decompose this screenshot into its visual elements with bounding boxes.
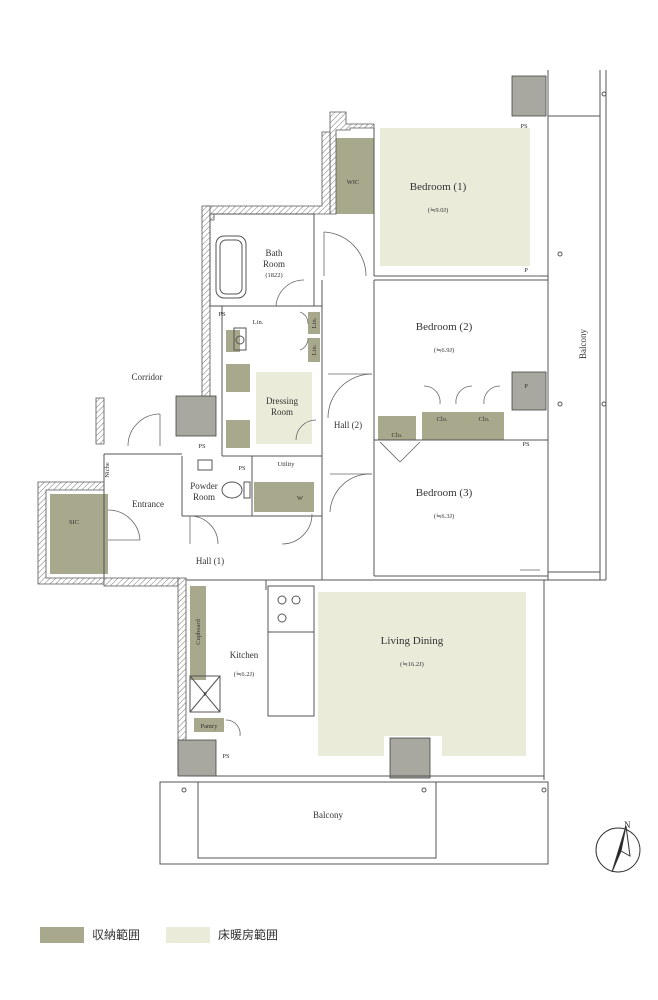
- storage-clo-right: [422, 412, 504, 440]
- bathtub: [215, 235, 247, 299]
- label-ps-5: PS: [522, 441, 530, 448]
- floor-heating-areas: [256, 128, 530, 756]
- label-bedroom1-size: (≒9.0J): [428, 207, 448, 214]
- column-top-right: [511, 75, 547, 117]
- storage-dressing-l2: [226, 420, 250, 448]
- column-living-bottom: [389, 737, 431, 779]
- label-p-1: P: [524, 267, 528, 274]
- label-hall1: Hall (1): [196, 556, 224, 566]
- label-lin-3: Lin.: [311, 344, 318, 355]
- label-bedroom2: Bedroom (2): [416, 321, 473, 333]
- storage-dressing-l: [226, 364, 250, 392]
- label-ps-3: PS: [198, 443, 206, 450]
- toilet: [221, 481, 243, 499]
- label-sic: SIC: [69, 519, 79, 526]
- columns: [175, 75, 547, 779]
- label-clo-1: Clo.: [391, 432, 402, 439]
- storage-lin-b: [308, 338, 320, 362]
- heating-dressing: [256, 372, 312, 444]
- legend-floor-heating-label: 床暖房範囲: [218, 928, 279, 942]
- label-wic: WIC: [347, 179, 360, 186]
- label-cupboard: Cupboard: [195, 618, 202, 644]
- heating-bedroom1: [380, 128, 530, 266]
- storage-lin-a: [308, 312, 320, 334]
- label-niche: Niche: [104, 462, 111, 478]
- label-clo-2: Clo.: [436, 416, 447, 423]
- wall-left-bath: [201, 205, 211, 399]
- label-ps-6: PS: [222, 753, 230, 760]
- label-balcony-side: Balcony: [578, 329, 588, 359]
- legend-floor-heating-swatch: [166, 926, 211, 943]
- label-powder-2: Room: [193, 492, 215, 502]
- label-hall2: Hall (2): [334, 420, 362, 430]
- legend: 収納範囲 床暖房範囲: [40, 926, 304, 943]
- legend-storage-label: 収納範囲: [92, 928, 141, 942]
- room-labels: Bedroom (1) (≒9.0J) Bedroom (2) (≒6.9J) …: [132, 181, 589, 820]
- wall-hall-bottom: [103, 577, 179, 587]
- storage-cupboard: [190, 586, 206, 680]
- storage-clo-left: [378, 416, 416, 440]
- label-entrance: Entrance: [132, 499, 164, 509]
- small-labels: WIC SIC Niche Cupboard Pantry Clo. Clo. …: [69, 123, 530, 760]
- label-dressing-1: Dressing: [266, 396, 298, 406]
- label-bath-3: (1822): [265, 272, 282, 279]
- kitchen-island: [267, 631, 315, 717]
- label-living-size: (≒16.2J): [400, 661, 424, 668]
- label-ps-2: PS: [218, 311, 226, 318]
- wall-top: [329, 111, 375, 215]
- legend-floor-heating: 床暖房範囲: [166, 926, 278, 943]
- label-powder-1: Powder: [190, 481, 218, 491]
- label-kitchen-size: (≒6.2J): [234, 671, 254, 678]
- label-balcony-bottom: Balcony: [313, 810, 343, 820]
- kitchen-counter-top: [267, 585, 315, 633]
- label-bath-2: Room: [263, 259, 285, 269]
- sink-dressing: [233, 327, 247, 351]
- label-lin-2: Lin.: [311, 317, 318, 328]
- powder-sink: [197, 459, 213, 471]
- storage-sic: [50, 494, 108, 574]
- label-kitchen: Kitchen: [230, 650, 259, 660]
- storage-pantry: [194, 718, 224, 732]
- storage-areas: [50, 138, 504, 732]
- column-kitchen-bottom: [177, 739, 217, 777]
- wall-upper-step: [205, 131, 331, 221]
- label-p-2: P: [524, 383, 528, 390]
- label-dressing-2: Room: [271, 407, 293, 417]
- label-living: Living Dining: [381, 635, 444, 647]
- storage-washer: [254, 482, 314, 512]
- label-ps-4: PS: [238, 465, 246, 472]
- label-bedroom3-size: (≒6.3J): [434, 513, 454, 520]
- wall-corridor: [95, 397, 105, 445]
- compass-icon: [595, 825, 641, 873]
- column-bed3: [511, 371, 547, 411]
- label-bedroom2-size: (≒6.9J): [434, 347, 454, 354]
- bottom-balcony: [159, 781, 549, 865]
- column-corridor: [175, 395, 217, 437]
- label-bedroom1: Bedroom (1): [410, 181, 467, 193]
- interior-walls: [103, 70, 549, 780]
- storage-shoe: [226, 330, 240, 352]
- label-clo-3: Clo.: [478, 416, 489, 423]
- fridge: [189, 675, 221, 713]
- heating-living: [318, 592, 526, 756]
- label-bedroom3: Bedroom (3): [416, 487, 473, 499]
- legend-storage: 収納範囲: [40, 926, 140, 943]
- label-ps-1: PS: [520, 123, 528, 130]
- label-utility: Utility: [278, 461, 296, 468]
- side-balcony: [548, 70, 607, 581]
- compass-north-label: N: [624, 820, 631, 830]
- doors: [107, 231, 540, 737]
- label-lin-1: Lin.: [253, 319, 264, 326]
- legend-storage-swatch: [40, 926, 84, 943]
- label-w: W: [297, 495, 304, 502]
- fixtures: [189, 235, 315, 717]
- label-p-3: P: [203, 691, 207, 698]
- label-pantry: Pantry: [201, 723, 219, 730]
- label-bath-1: Bath: [266, 248, 283, 258]
- label-corridor: Corridor: [132, 372, 163, 382]
- storage-wic: [336, 138, 374, 214]
